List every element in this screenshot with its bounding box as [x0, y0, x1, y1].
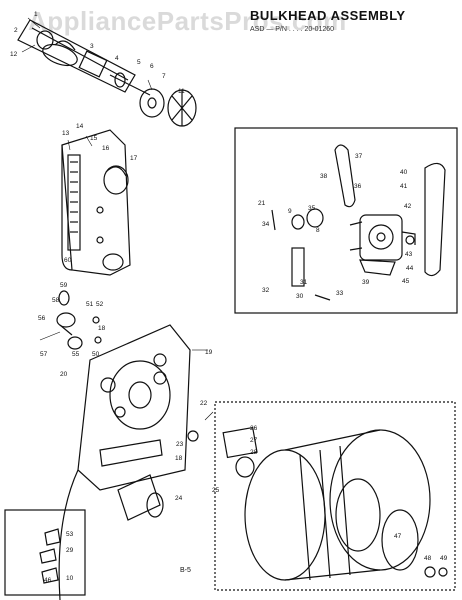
leader-lines: [21, 17, 214, 421]
label-p5: 5: [137, 59, 141, 66]
label-p10: 10: [66, 575, 74, 582]
label-p2: 2: [14, 27, 18, 34]
label-p18: 18: [175, 455, 183, 462]
label-p9-inset: 9: [288, 208, 292, 215]
label-p12-top: 12: [10, 51, 18, 58]
label-p28: 28: [250, 449, 258, 456]
label-p14: 14: [76, 123, 84, 130]
label-p18-small: 18: [98, 325, 106, 332]
label-p33: 33: [336, 290, 344, 297]
label-p44: 44: [406, 265, 414, 272]
label-p52: 52: [96, 301, 104, 308]
label-p22: 22: [200, 400, 208, 407]
label-p27: 27: [250, 437, 258, 444]
bottom-left-inset: [4, 509, 86, 596]
label-p53: 53: [66, 531, 74, 538]
label-p8: 8: [316, 227, 320, 234]
label-p51: 51: [86, 301, 94, 308]
motor-belt-inset-box: [234, 127, 458, 314]
label-p4: 4: [115, 55, 119, 62]
label-p26: 26: [250, 425, 258, 432]
page-number: B-5: [180, 567, 191, 574]
label-p31: 31: [300, 279, 308, 286]
label-p16: 16: [102, 145, 110, 152]
label-p19: 19: [205, 349, 213, 356]
label-p7: 7: [162, 73, 166, 80]
label-p25: 25: [212, 487, 220, 494]
label-p36: 36: [354, 183, 362, 190]
label-p57: 57: [40, 351, 48, 358]
label-p37: 37: [355, 153, 363, 160]
label-p55: 55: [72, 351, 80, 358]
label-p60: 60: [64, 257, 72, 264]
bearing-tube: [117, 474, 164, 521]
label-p20: 20: [60, 371, 68, 378]
label-p29: 29: [66, 547, 74, 554]
drive-belt-segment: [58, 469, 79, 600]
label-p50: 50: [92, 351, 100, 358]
label-p38: 38: [320, 173, 328, 180]
label-p47: 47: [394, 533, 402, 540]
label-p43: 43: [405, 251, 413, 258]
label-p58: 58: [52, 297, 60, 304]
label-p21: 21: [258, 200, 266, 207]
small-parts-group: [56, 290, 102, 350]
label-p39: 39: [362, 279, 370, 286]
bulkhead-panel: [77, 324, 199, 491]
label-p56: 56: [38, 315, 46, 322]
label-p49: 49: [440, 555, 448, 562]
label-p24: 24: [175, 495, 183, 502]
diagram-subtitle: ASD — P/N . . . . 20-01260: [250, 26, 335, 33]
label-p41: 41: [400, 183, 408, 190]
label-p40: 40: [400, 169, 408, 176]
label-p3: 3: [90, 43, 94, 50]
label-p45: 45: [402, 278, 410, 285]
label-p30: 30: [296, 293, 304, 300]
label-p11: 11: [178, 88, 185, 95]
part-labels: 1 2 12 3 4 5 6 7 11 13 14 15 16 17 60 59…: [10, 11, 448, 584]
dryer-drum: [214, 401, 456, 591]
label-p32: 32: [262, 287, 270, 294]
label-p42: 42: [404, 203, 412, 210]
label-p6: 6: [150, 63, 154, 70]
label-p15: 15: [90, 135, 98, 142]
label-p48: 48: [424, 555, 432, 562]
diagram-title: BULKHEAD ASSEMBLY: [250, 8, 406, 23]
label-p1: 1: [34, 11, 38, 18]
belt-support-bracket: [61, 129, 131, 276]
label-p35: 35: [308, 205, 316, 212]
label-p13: 13: [62, 130, 70, 137]
label-p59: 59: [60, 282, 68, 289]
idler-shaft-assembly: [17, 19, 197, 127]
label-p17: 17: [130, 155, 138, 162]
label-p34: 34: [262, 221, 270, 228]
label-p23: 23: [176, 441, 184, 448]
label-p46: 46: [44, 577, 52, 584]
